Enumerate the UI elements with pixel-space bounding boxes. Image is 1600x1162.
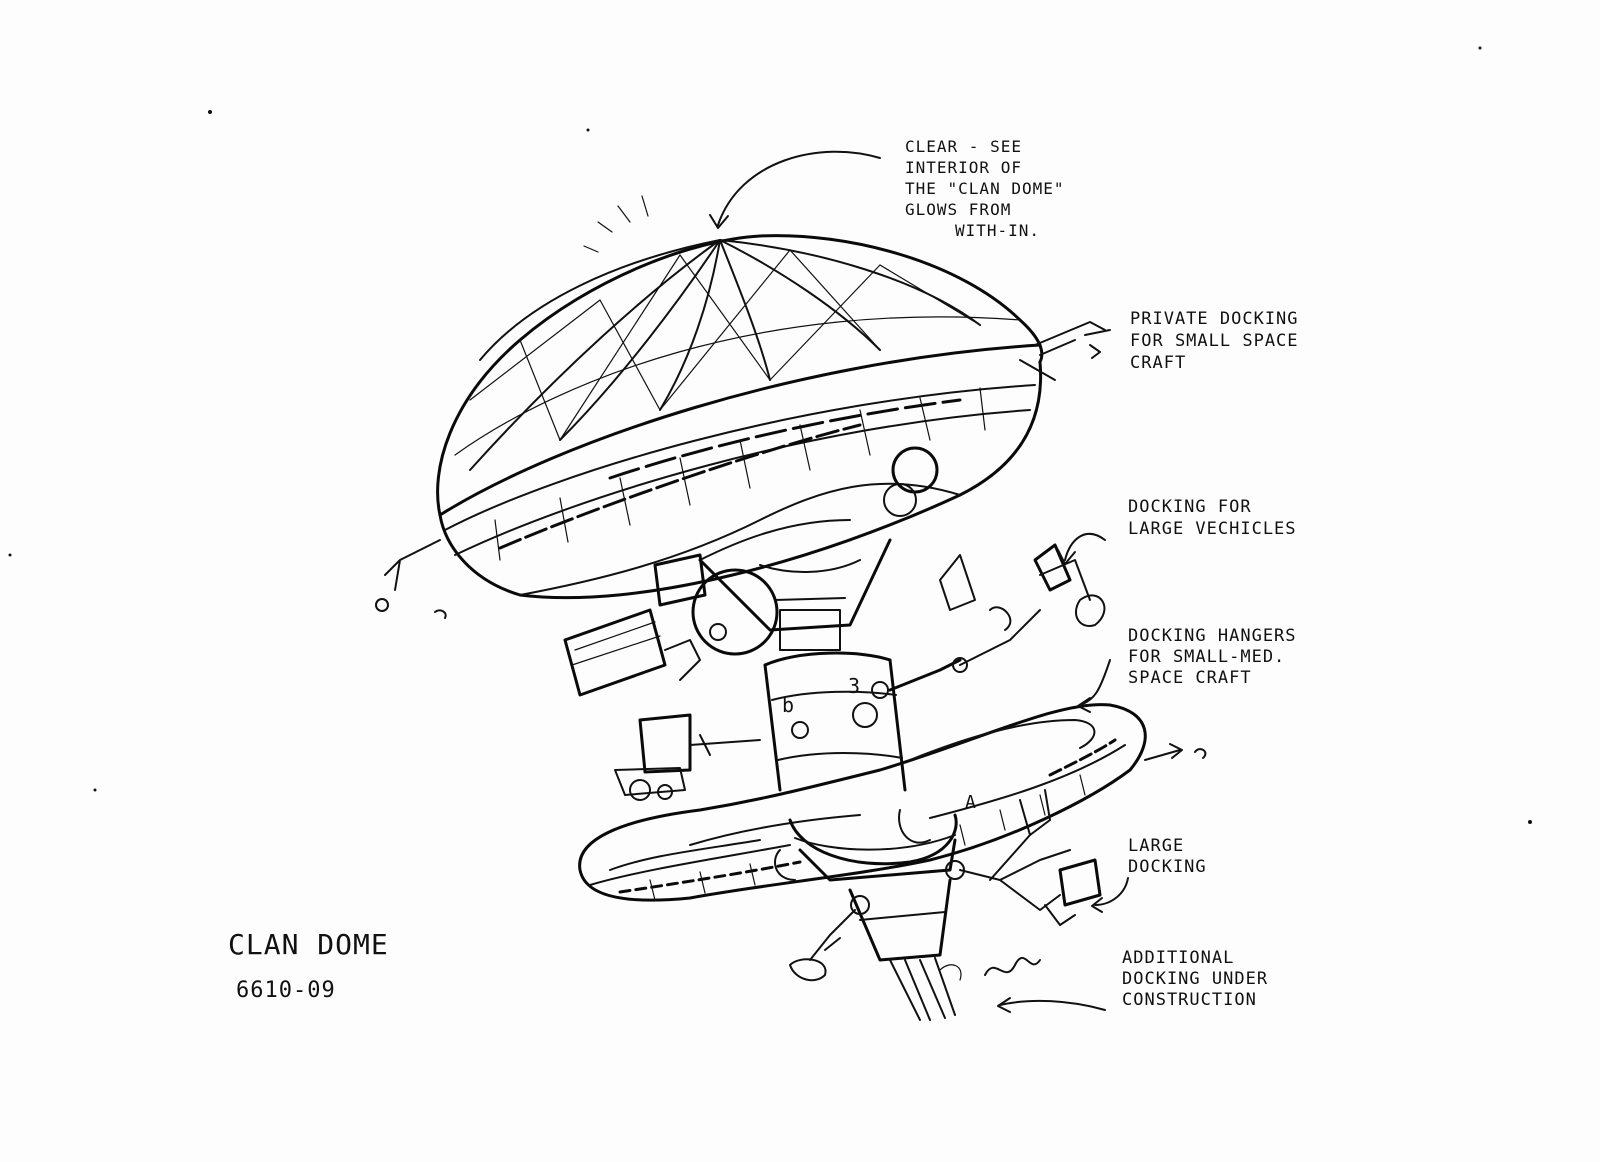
sphere-pods — [691, 446, 939, 656]
construction-squiggle — [984, 957, 1041, 976]
annotation-line: THE "CLAN DOME" — [905, 179, 1065, 198]
right-docking-arms — [888, 543, 1106, 692]
dome-canopy — [436, 195, 1044, 517]
left-docking-arm — [375, 539, 447, 619]
hangers-annotation: DOCKING HANGERS FOR SMALL-MED. SPACE CRA… — [1128, 626, 1297, 689]
lower-left-arm — [789, 895, 870, 982]
annotation-line: FOR SMALL SPACE — [1130, 331, 1299, 351]
private-docking-annotation: PRIVATE DOCKING FOR SMALL SPACE CRAFT — [1130, 308, 1299, 374]
leader-lines — [709, 150, 1207, 1013]
annotation-line: DOCKING UNDER — [1122, 969, 1269, 989]
annotation-line: LARGE — [1128, 836, 1185, 856]
lower-spindle — [848, 878, 962, 1021]
annotation-line: SPACE CRAFT — [1128, 668, 1252, 688]
annotation-line: DOCKING FOR — [1128, 497, 1252, 517]
lower-hub — [774, 809, 958, 882]
hull-marking-a: A — [965, 792, 976, 813]
saucer-rim — [438, 360, 1043, 600]
paper-specks — [8, 46, 1532, 824]
lower-docking-ring: A — [578, 703, 1147, 902]
annotation-line: INTERIOR OF — [905, 158, 1022, 177]
hull-marking-b: b — [782, 693, 794, 717]
annotation-line: LARGE VECHICLES — [1128, 519, 1297, 539]
large-docking-annotation: LARGE DOCKING — [1128, 836, 1207, 878]
annotation-line: FOR SMALL-MED. — [1128, 647, 1286, 667]
hull-marking-3: 3 — [848, 674, 860, 698]
annotation-line: DOCKING HANGERS — [1128, 626, 1297, 646]
annotation-line: ADDITIONAL — [1122, 948, 1235, 968]
dome-annotation: CLEAR - SEE INTERIOR OF THE "CLAN DOME" … — [905, 136, 1065, 241]
annotation-line: DOCKING — [1128, 857, 1207, 877]
annotation-line: CRAFT — [1130, 353, 1187, 373]
annotation-line: WITH-IN. — [955, 221, 1041, 240]
drawing-number: 6610-09 — [236, 978, 336, 1003]
construction-annotation: ADDITIONAL DOCKING UNDER CONSTRUCTION — [1122, 948, 1268, 1011]
large-vehicles-annotation: DOCKING FOR LARGE VECHICLES — [1128, 496, 1297, 540]
annotation-line: PRIVATE DOCKING — [1130, 309, 1299, 329]
annotation-line: CLEAR - SEE — [905, 137, 1022, 156]
lower-right-truss — [945, 789, 1102, 926]
central-neck — [698, 538, 892, 651]
annotation-line: CONSTRUCTION — [1122, 990, 1257, 1010]
central-tower: b 3 — [763, 651, 907, 792]
annotation-line: GLOWS FROM — [905, 200, 1012, 219]
left-hangers — [563, 553, 761, 801]
private-docking-arm — [1019, 321, 1106, 381]
drawing-title: CLAN DOME — [228, 928, 389, 961]
